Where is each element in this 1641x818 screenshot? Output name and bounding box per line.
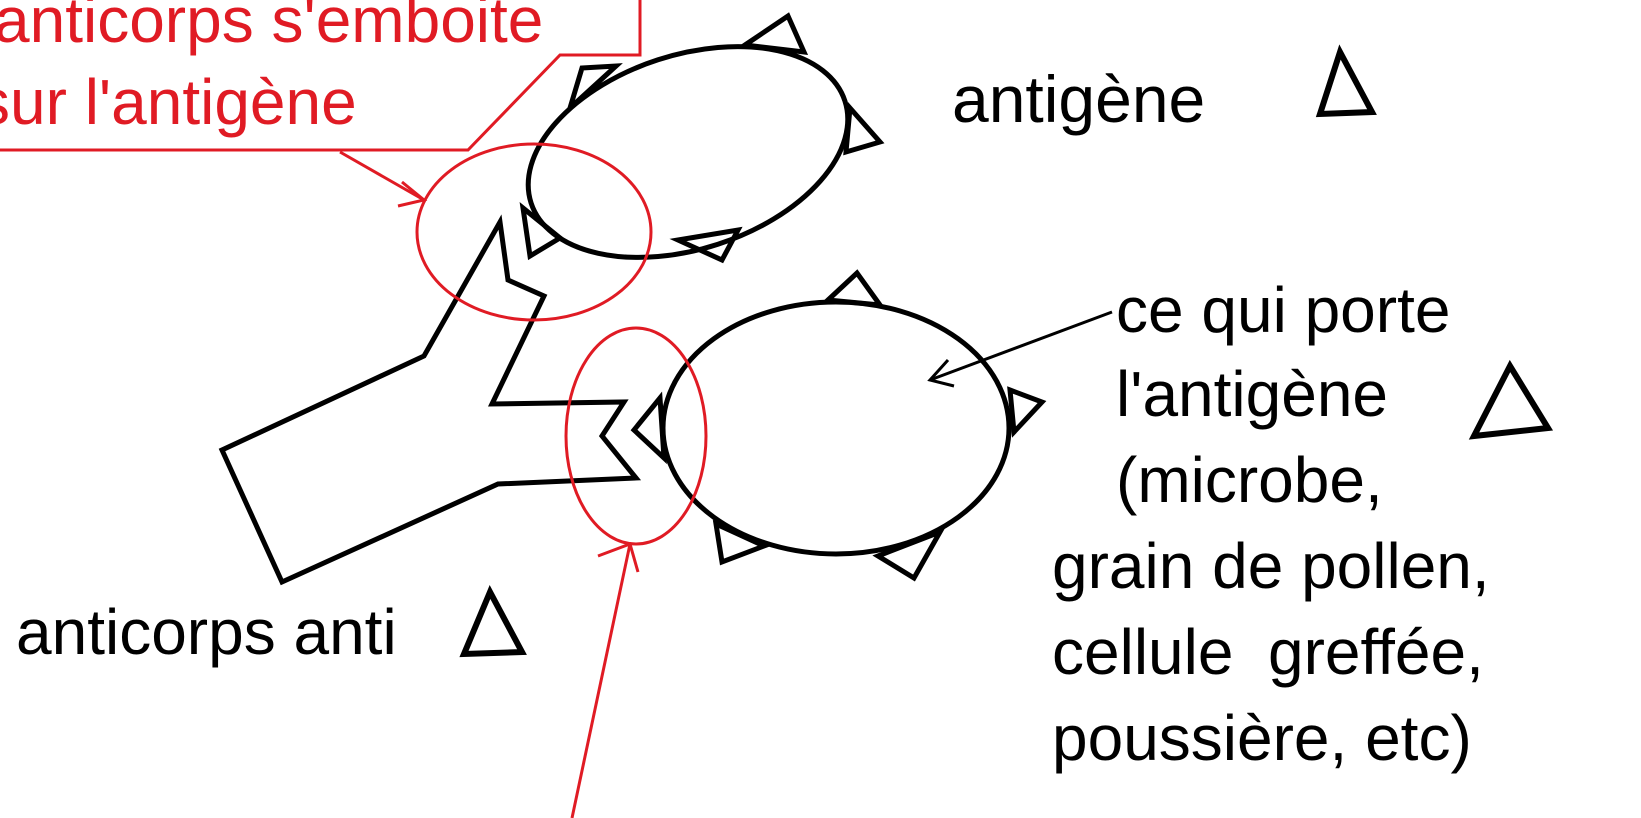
carrier-cell-upper [501,9,880,295]
binding-site-lower-highlight [566,328,706,544]
antigen-triangle [634,398,664,458]
triangle-icon [464,592,522,654]
antigen-triangle [1010,390,1042,432]
carrier-arrow [930,312,1112,386]
antigen-triangle [745,16,804,52]
antigen-triangle [716,524,764,562]
callout-text-line1: anticorps s'emboite [0,0,543,56]
triangle-icon [1474,366,1548,436]
carrier-label-line5a: cellule [1052,616,1233,688]
carrier-label-line5b: greffée, [1268,616,1484,688]
carrier-label-line1: ce qui porte [1116,274,1450,346]
antigen-triangle [828,273,880,305]
antigen-triangle [878,532,940,578]
carrier-cell-lower [634,273,1042,578]
bottom-arrow [572,544,638,818]
carrier-label-line3: (microbe, [1116,444,1383,516]
antibody-shape [222,222,636,582]
carrier-label-line2: l'antigène [1116,358,1388,430]
antibody-label: anticorps anti [16,596,397,668]
antigen-triangle [846,108,880,152]
antigen-label: antigène [952,62,1205,136]
antigen-triangle [523,208,560,256]
callout-arrow [340,152,424,206]
triangle-icon [1320,52,1372,114]
carrier-label-line6: poussière, etc) [1052,702,1472,774]
antigen-triangle [570,66,616,108]
carrier-label-line4: grain de pollen, [1052,530,1490,602]
callout-text-line2: sur l'antigène [0,66,357,138]
